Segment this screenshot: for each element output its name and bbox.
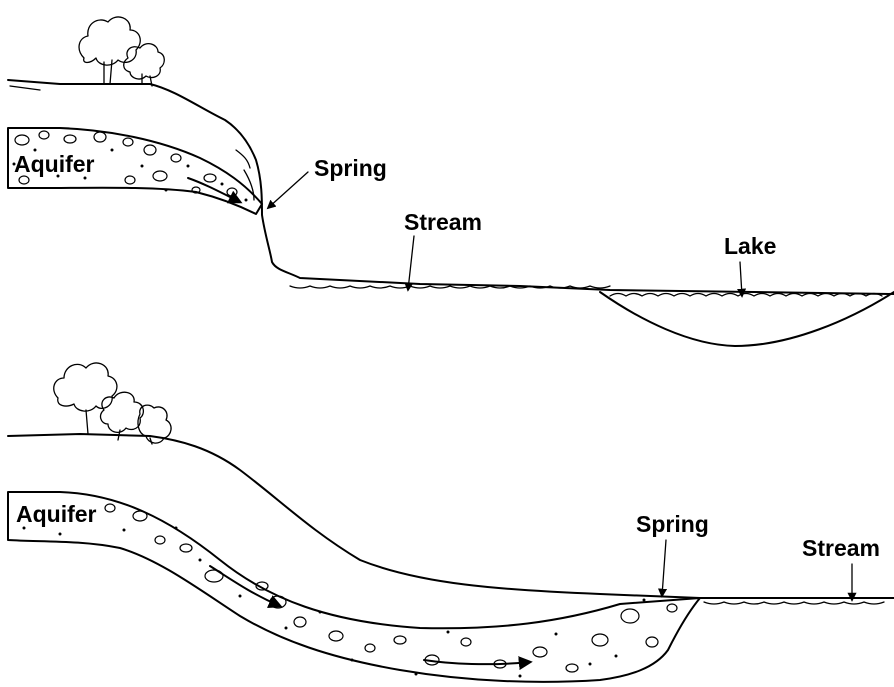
flow-arrow-icon bbox=[424, 660, 530, 664]
lake-basin bbox=[600, 292, 894, 346]
label-spring-upper: Spring bbox=[314, 155, 387, 181]
label-aquifer-lower: Aquifer bbox=[16, 501, 97, 527]
tree-icon bbox=[54, 363, 171, 444]
label-lake: Lake bbox=[724, 233, 776, 259]
label-spring-lower: Spring bbox=[636, 511, 709, 537]
aquifer-pebbles-lower bbox=[23, 504, 678, 678]
flow-arrow-icon bbox=[210, 566, 280, 606]
label-stream-lower: Stream bbox=[802, 535, 880, 561]
upper-panel: Aquifer Spring Stream Lake bbox=[8, 17, 894, 346]
pointer-arrow-icon bbox=[408, 236, 414, 290]
stream-water-lower bbox=[704, 602, 884, 604]
tree-icon bbox=[79, 17, 164, 86]
pointer-arrow-icon bbox=[662, 540, 666, 596]
lake-water-surface bbox=[610, 294, 882, 297]
label-aquifer-upper: Aquifer bbox=[14, 151, 95, 177]
pointer-arrow-icon bbox=[268, 172, 308, 208]
aquifer-lower bbox=[8, 492, 700, 682]
label-stream-upper: Stream bbox=[404, 209, 482, 235]
lower-panel: Aquifer Spring Stream bbox=[8, 363, 894, 682]
slope-hatch bbox=[10, 86, 254, 200]
ground-surface-upper bbox=[8, 80, 894, 294]
ground-surface-lower bbox=[8, 434, 894, 598]
